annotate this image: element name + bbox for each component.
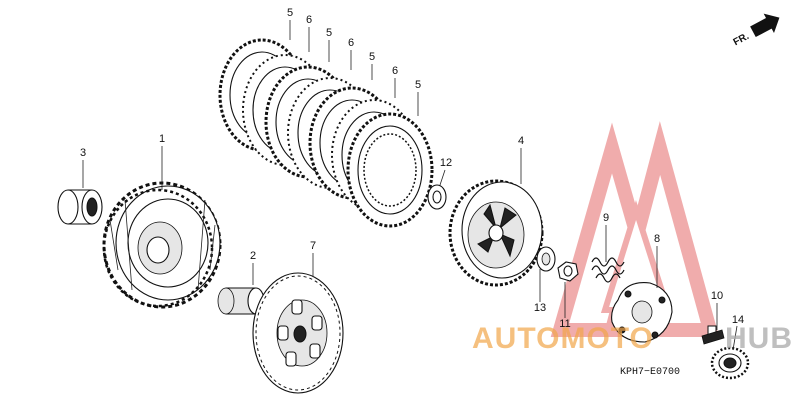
callout-4: 4 [518,135,524,147]
front-direction-label: FR. [732,31,752,48]
clutch-plate-stack [218,38,434,228]
leader-lines [82,20,738,351]
watermark-right-text: HUB [725,322,793,355]
callout-3: 3 [80,147,86,159]
callout-12: 12 [440,157,452,169]
watermark-left-text: AUTOMOTO [472,322,654,355]
callout-labels: 1 2 3 4 5 5 5 5 6 6 6 7 8 9 10 11 12 13 … [80,7,744,330]
callout-1: 1 [159,133,165,145]
part-8-lifter-plate [611,282,673,343]
callout-14: 14 [732,314,744,326]
callout-5b: 5 [326,27,332,39]
callout-11: 11 [559,318,570,330]
part-11-lock-nut [557,261,579,282]
part-10-bolt [701,325,725,345]
callout-8: 8 [654,233,660,245]
callout-6c: 6 [392,65,398,77]
part-12-washer [427,184,447,210]
friction-disc-5d [346,112,434,228]
callout-5a: 5 [287,7,293,19]
front-direction-arrow: FR. [732,13,780,48]
callout-7: 7 [310,240,316,252]
callout-5d: 5 [415,79,421,91]
callout-6a: 6 [306,14,312,26]
part-1-clutch-outer [102,181,222,309]
callout-13: 13 [534,302,546,314]
part-14-bearing [710,346,750,380]
callout-2: 2 [250,250,256,262]
part-9-clutch-springs [591,257,625,283]
callout-5c: 5 [369,51,375,63]
callout-10: 10 [711,290,723,302]
diagram-code: KPH7−E0700 [620,367,680,378]
part-3-collar [57,189,103,225]
callout-6b: 6 [348,37,354,49]
part-13-washer [536,246,556,272]
part-2-collar [217,287,265,315]
callout-9: 9 [603,212,609,224]
part-4-clutch-center [448,179,544,287]
part-7-pressure-plate [252,272,344,394]
watermark-text: AUTOMOTO HUB [472,322,793,355]
